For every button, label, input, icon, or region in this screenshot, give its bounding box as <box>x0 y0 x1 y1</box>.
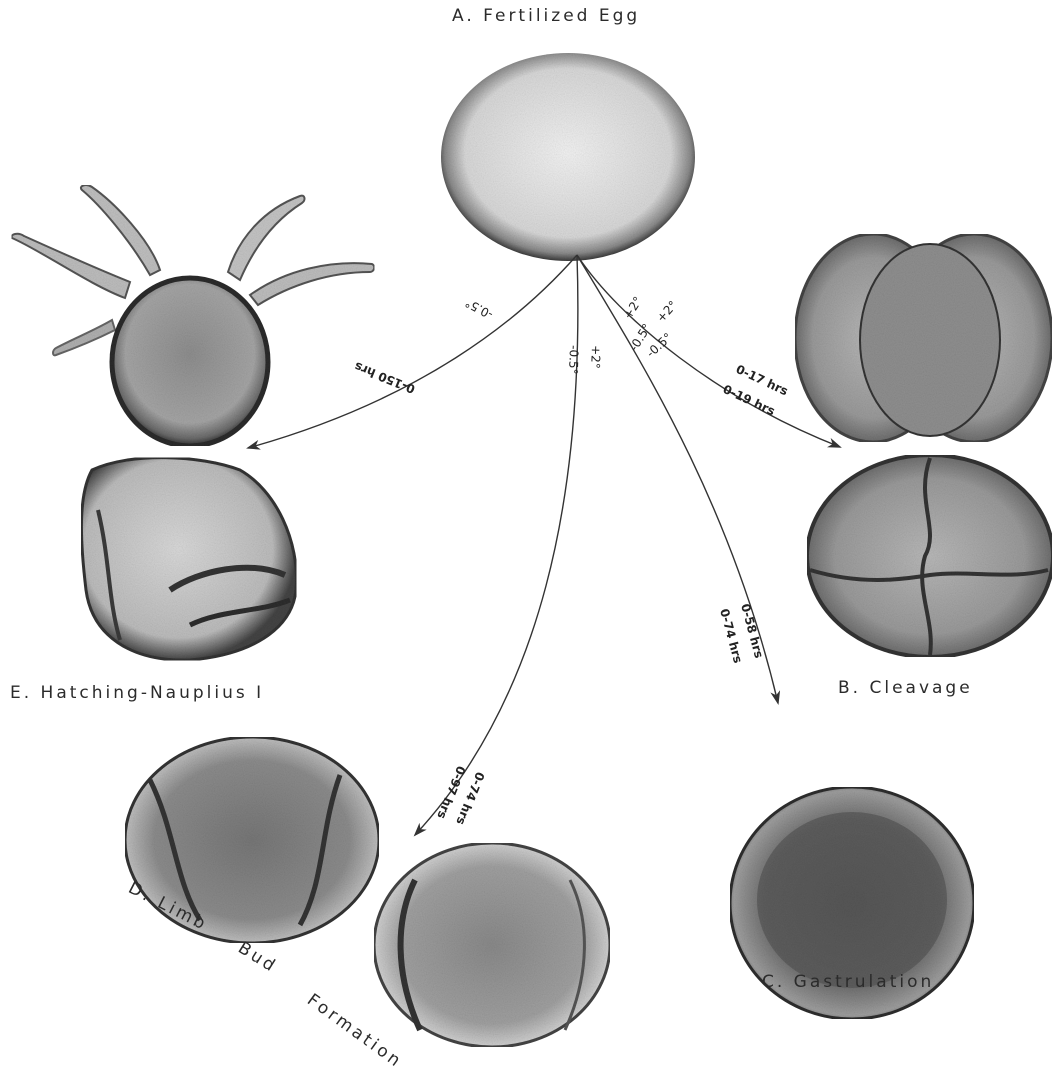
arrows <box>248 255 840 835</box>
fertilized-egg-image <box>441 53 695 261</box>
temp-label-nauplius: -0.5° <box>463 296 496 322</box>
nauplius-larva-image <box>12 185 374 446</box>
time-label-nauplius: 0-150 hrs <box>352 359 417 396</box>
limb-bud-embryo-right-image <box>374 843 610 1047</box>
label-hatching-nauplius: E. Hatching-Nauplius I <box>10 683 264 703</box>
two-cell-stage-image <box>795 234 1052 442</box>
hatching-embryo-image <box>81 458 296 661</box>
temp-hi-label-cleavage: +2° <box>654 298 680 325</box>
arrow-label-to-limb-bud: +2° -0.5° 0-74 hrs 0-97 hrs <box>434 345 603 827</box>
arrow-to-limb-bud <box>415 255 578 835</box>
label-cleavage: B. Cleavage <box>838 678 973 698</box>
arrow-label-to-cleavage: +2° -0.5° 0-17 hrs 0-19 hrs <box>644 298 791 418</box>
temp-hi-label-limb: +2° <box>588 345 603 369</box>
temp-lo-label-limb: -0.5° <box>566 345 581 375</box>
label-gastrulation: C. Gastrulation <box>762 972 934 992</box>
four-cell-stage-image <box>807 455 1052 657</box>
temp-hi-label-gastrula: +2° <box>621 294 645 322</box>
label-fertilized-egg: A. Fertilized Egg <box>452 6 640 26</box>
